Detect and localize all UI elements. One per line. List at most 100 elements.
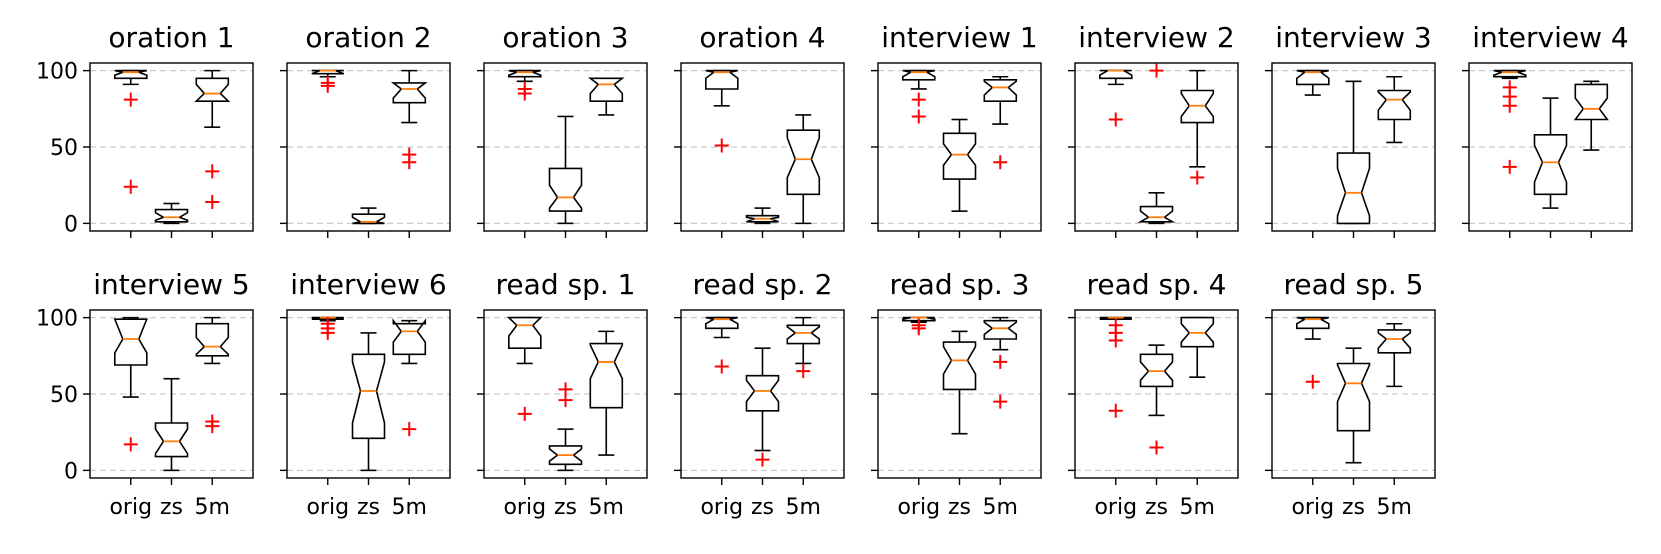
notched-box: [1336, 362, 1371, 432]
notched-box: [983, 319, 1018, 340]
notched-box: [154, 208, 189, 223]
chart-panel: oration 3: [477, 21, 648, 238]
outlier-marker: [402, 422, 417, 437]
notched-box: [1099, 69, 1133, 80]
notched-box: [589, 342, 624, 409]
outlier-marker: [911, 92, 926, 107]
x-tick-label: 5m: [786, 495, 821, 520]
notched-box: [1296, 316, 1330, 330]
x-tick-label: zs: [554, 495, 577, 520]
panel-title: interview 4: [1472, 21, 1628, 54]
outlier-marker: [402, 155, 417, 170]
y-tick-label: 50: [50, 136, 78, 161]
outlier-marker: [1108, 333, 1123, 348]
y-tick-label: 100: [36, 307, 78, 332]
panel-title: read sp. 3: [890, 268, 1030, 301]
notched-box: [745, 374, 780, 412]
outlier-marker: [558, 393, 573, 408]
outlier-marker: [1190, 170, 1205, 185]
notched-box: [548, 167, 583, 212]
outlier-marker: [1305, 374, 1320, 389]
chart-panel: interview 3: [1265, 21, 1436, 238]
notched-box: [704, 316, 739, 330]
outlier-marker: [123, 437, 138, 452]
notched-box: [786, 324, 821, 345]
notched-box: [351, 353, 386, 440]
outlier-marker: [205, 419, 220, 434]
panel-title: interview 3: [1275, 21, 1431, 54]
chart-panel: interview 1: [871, 21, 1042, 238]
panel-title: read sp. 5: [1284, 268, 1424, 301]
notched-box: [1533, 134, 1568, 196]
notched-box: [195, 322, 230, 357]
outlier-marker: [1502, 159, 1517, 174]
outlier-marker: [205, 164, 220, 179]
notched-box: [587, 77, 625, 102]
notched-box: [1573, 83, 1609, 121]
x-tick-label: 5m: [1377, 495, 1412, 520]
outlier-marker: [714, 359, 729, 374]
notched-box: [390, 82, 428, 104]
outlier-marker: [911, 109, 926, 124]
panel-title: oration 4: [699, 21, 825, 54]
outlier-marker: [1502, 98, 1517, 113]
outlier-marker: [517, 86, 532, 101]
panel-title: read sp. 1: [496, 268, 636, 301]
outlier-marker: [517, 406, 532, 421]
notched-box: [786, 129, 821, 196]
x-tick-label: orig: [1291, 495, 1334, 520]
panel-title: interview 1: [881, 21, 1037, 54]
chart-panel: oration 2: [280, 21, 451, 238]
x-tick-label: zs: [1342, 495, 1365, 520]
outlier-marker: [123, 92, 138, 107]
panel-title: oration 3: [502, 21, 628, 54]
panel-title: oration 2: [305, 21, 431, 54]
notched-box: [1377, 89, 1412, 121]
outlier-marker: [993, 354, 1008, 369]
outlier-marker: [911, 321, 926, 336]
outlier-marker: [993, 155, 1008, 170]
panel-title: interview 2: [1078, 21, 1234, 54]
x-tick-label: orig: [700, 495, 743, 520]
notched-box: [154, 422, 189, 458]
notched-box: [1336, 152, 1371, 225]
chart-panel: oration 4: [674, 21, 845, 238]
outlier-marker: [714, 138, 729, 153]
x-tick-label: zs: [160, 495, 183, 520]
notched-box: [1137, 205, 1176, 223]
x-tick-label: 5m: [589, 495, 624, 520]
x-tick-label: 5m: [195, 495, 230, 520]
y-tick-label: 0: [64, 212, 78, 237]
y-tick-label: 50: [50, 383, 78, 408]
notched-box: [113, 318, 148, 366]
chart-panel: interview 4: [1462, 21, 1633, 238]
outlier-marker: [755, 452, 770, 467]
x-tick-label: 5m: [1180, 495, 1215, 520]
x-tick-label: orig: [1094, 495, 1137, 520]
x-tick-label: zs: [1145, 495, 1168, 520]
notched-box: [194, 77, 231, 102]
x-tick-label: zs: [751, 495, 774, 520]
outlier-marker: [1108, 403, 1123, 418]
x-tick-label: 5m: [983, 495, 1018, 520]
panel-title: read sp. 4: [1087, 268, 1227, 301]
outlier-marker: [1149, 63, 1164, 78]
outlier-marker: [993, 394, 1008, 409]
y-tick-label: 0: [64, 459, 78, 484]
outlier-marker: [320, 78, 335, 93]
notched-box: [942, 341, 977, 391]
x-tick-label: orig: [109, 495, 152, 520]
notched-box: [983, 79, 1018, 102]
x-tick-label: orig: [306, 495, 349, 520]
x-tick-label: zs: [357, 495, 380, 520]
panel-title: oration 1: [108, 21, 234, 54]
